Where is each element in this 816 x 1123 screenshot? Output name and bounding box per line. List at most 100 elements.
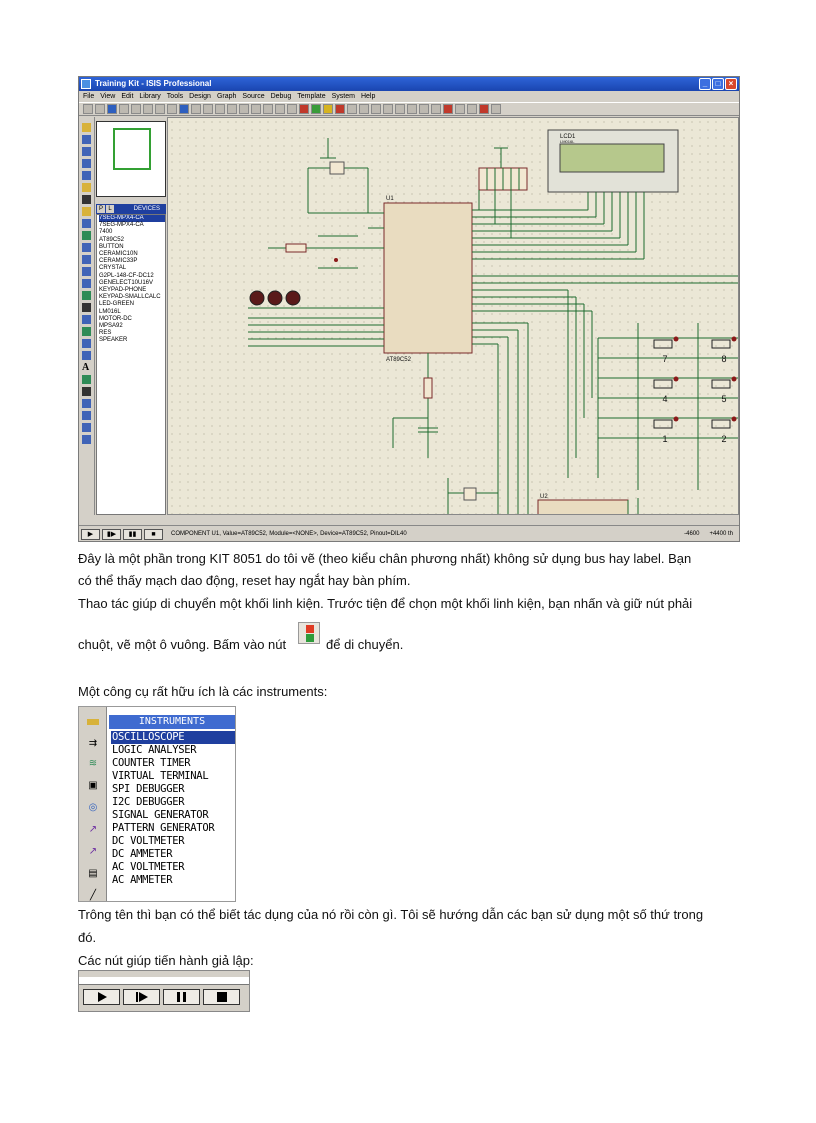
subcircuit-icon[interactable] <box>82 195 91 204</box>
play-button[interactable]: ▶ <box>81 528 100 540</box>
menu-item-tools[interactable]: Tools <box>166 93 184 100</box>
open-file-icon[interactable] <box>95 104 105 114</box>
instrument-item[interactable]: OSCILLOSCOPE <box>111 731 235 744</box>
menu-item-file[interactable]: File <box>83 93 95 100</box>
device-list-item[interactable]: BUTTON <box>99 243 124 250</box>
wire-label-icon[interactable] <box>82 159 91 168</box>
line-icon[interactable] <box>82 303 91 312</box>
device-list-item[interactable]: CERAMIC10N <box>99 251 138 258</box>
maximize-icon[interactable]: □ <box>712 78 724 90</box>
device-list-item[interactable]: GENELECT10U16V <box>99 279 154 286</box>
sim-step-button[interactable] <box>123 989 160 1005</box>
device-list-item[interactable]: MOTOR-DC <box>99 315 132 322</box>
property-assign-icon[interactable] <box>419 104 429 114</box>
sim-play-button[interactable] <box>83 989 120 1005</box>
instrument-item[interactable]: DC VOLTMETER <box>112 835 185 847</box>
instrument-item[interactable]: PATTERN GENERATOR <box>112 822 215 834</box>
generator-icon[interactable] <box>82 255 91 264</box>
instrument-item[interactable]: AC VOLTMETER <box>112 861 185 873</box>
device-pins-icon[interactable] <box>82 219 91 228</box>
area-icon[interactable] <box>131 104 141 114</box>
undo-icon[interactable] <box>239 104 249 114</box>
zoom-all-icon[interactable] <box>215 104 225 114</box>
remove-sheet-icon[interactable] <box>443 104 453 114</box>
instrument-item[interactable]: AC AMMETER <box>112 874 173 886</box>
device-list-item[interactable]: G2PL-148-CF-DC12 <box>99 272 154 279</box>
search-tag-icon[interactable] <box>407 104 417 114</box>
current-probe-icon[interactable] <box>82 279 91 288</box>
component-mode-icon[interactable] <box>82 135 91 144</box>
paste-icon[interactable] <box>287 104 297 114</box>
arc-icon[interactable] <box>82 339 91 348</box>
menu-item-view[interactable]: View <box>100 93 116 100</box>
terminals-icon[interactable] <box>82 207 91 216</box>
pan-icon[interactable] <box>179 104 189 114</box>
path-icon[interactable] <box>82 351 91 360</box>
rotate-clockwise-icon[interactable] <box>82 399 91 408</box>
device-list-item[interactable]: LM016L <box>99 308 121 315</box>
bill-of-materials-icon[interactable] <box>467 104 477 114</box>
current-probe-icon[interactable]: ↗ <box>88 846 98 857</box>
schematic-canvas[interactable]: 7 8 9 4 5 6 1 2 3 U1 AT89C52 LCD1 LM016L… <box>167 117 739 515</box>
menu-item-design[interactable]: Design <box>189 93 211 100</box>
graph-icon[interactable] <box>82 231 91 240</box>
zoom-area-icon[interactable] <box>227 104 237 114</box>
device-list-item[interactable]: 7SEG-MPX4-CA <box>99 215 165 223</box>
virtual-instruments-icon[interactable] <box>82 291 91 300</box>
decompose-icon[interactable] <box>383 104 393 114</box>
terminal-icon[interactable] <box>87 719 99 725</box>
mirror-y-icon[interactable] <box>82 435 91 444</box>
grid-icon[interactable] <box>155 104 165 114</box>
pick-device-icon[interactable] <box>347 104 357 114</box>
device-list-item[interactable]: 7400 <box>99 229 113 236</box>
instrument-item[interactable]: DC AMMETER <box>112 848 173 860</box>
instrument-item[interactable]: LOGIC ANALYSER <box>112 744 197 756</box>
make-device-icon[interactable] <box>359 104 369 114</box>
cut-icon[interactable] <box>263 104 273 114</box>
mirror-x-icon[interactable] <box>82 423 91 432</box>
circle-icon[interactable] <box>82 327 91 336</box>
voltage-probe-icon[interactable]: ↗ <box>88 824 98 835</box>
close-icon[interactable]: × <box>725 78 737 90</box>
block-rotate-icon[interactable] <box>323 104 333 114</box>
stop-button[interactable]: ■ <box>144 528 163 540</box>
minimize-icon[interactable]: _ <box>699 78 711 90</box>
device-list-item[interactable]: 7SEG-MPX4-CA <box>99 222 144 229</box>
instrument-item[interactable]: VIRTUAL TERMINAL <box>112 770 209 782</box>
rotate-anticlockwise-icon[interactable] <box>82 411 91 420</box>
instrument-item[interactable]: I2C DEBUGGER <box>112 796 185 808</box>
sim-pause-button[interactable] <box>163 989 200 1005</box>
new-sheet-icon[interactable] <box>431 104 441 114</box>
device-list-item[interactable]: CERAMIC33P <box>99 258 138 265</box>
text-script-icon[interactable] <box>82 171 91 180</box>
block-delete-icon[interactable] <box>335 104 345 114</box>
menu-item-system[interactable]: System <box>331 93 355 100</box>
device-list-item[interactable]: RES <box>99 330 112 337</box>
electrical-rules-check-icon[interactable] <box>479 104 489 114</box>
marker-icon[interactable] <box>82 387 91 396</box>
menu-item-edit[interactable]: Edit <box>121 93 134 100</box>
new-file-icon[interactable] <box>83 104 93 114</box>
device-pin-icon[interactable]: ⇉ <box>88 738 98 749</box>
device-list-item[interactable]: LED-GREEN <box>99 301 135 308</box>
junction-dot-icon[interactable] <box>82 147 91 156</box>
menu-item-source[interactable]: Source <box>242 93 265 100</box>
netlist-to-ares-icon[interactable] <box>491 104 501 114</box>
selection-mode-icon[interactable] <box>82 123 91 132</box>
packaging-icon[interactable] <box>371 104 381 114</box>
voltage-probe-icon[interactable] <box>82 267 91 276</box>
zoom-out-icon[interactable] <box>203 104 213 114</box>
redo-icon[interactable] <box>251 104 261 114</box>
menu-item-graph[interactable]: Graph <box>216 93 237 100</box>
text-icon[interactable]: A <box>82 362 90 373</box>
graph-icon[interactable]: ≋ <box>88 758 98 769</box>
overview-window[interactable] <box>96 121 166 197</box>
library-manager-button[interactable]: L <box>106 205 114 213</box>
save-icon[interactable] <box>107 104 117 114</box>
generator-icon[interactable]: ◎ <box>88 802 98 813</box>
instrument-item[interactable]: SIGNAL GENERATOR <box>112 809 209 821</box>
line-icon[interactable]: ╱ <box>89 890 97 901</box>
bus-icon[interactable] <box>82 183 91 192</box>
block-copy-icon[interactable] <box>299 104 309 114</box>
tape-recorder-icon[interactable] <box>82 243 91 252</box>
